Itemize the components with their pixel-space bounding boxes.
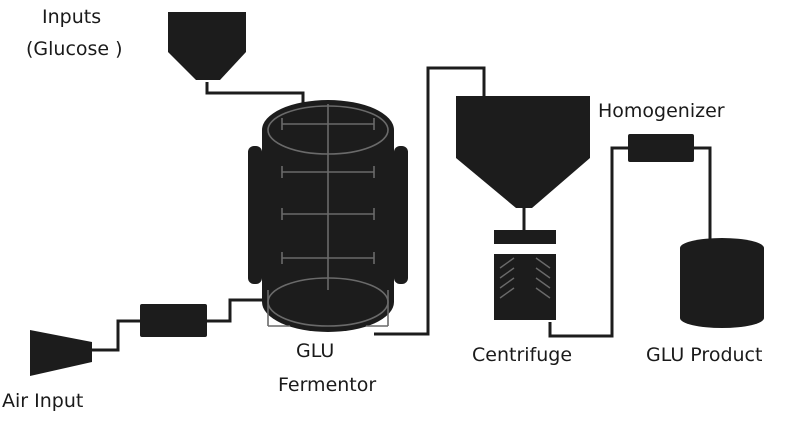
- air-filter: [140, 304, 207, 337]
- fermentor-internals: [267, 104, 389, 327]
- inputs-label-line1: Inputs: [42, 6, 102, 28]
- filter-to-fermentor-pipe: [207, 298, 268, 323]
- glu-product-tank: [680, 238, 764, 328]
- centrifuge-plate: [494, 230, 556, 244]
- centrifuge-label: Centrifuge: [472, 344, 573, 366]
- glu-product-label: GLU Product: [646, 344, 763, 366]
- pipes: [92, 66, 712, 352]
- fermentor-jacket-left: [248, 146, 262, 284]
- fermentor-label-line2: Fermentor: [278, 374, 377, 396]
- homogenizer-to-product-pipe: [694, 146, 712, 240]
- air-to-filter-pipe: [92, 319, 140, 352]
- homogenizer: [628, 134, 694, 162]
- air-input-label: Air Input: [2, 390, 84, 412]
- centrifuge-cone: [456, 96, 590, 208]
- fermentor-label-line1: GLU: [296, 340, 335, 362]
- centrifuge-to-homogenizer-pipe: [548, 146, 628, 338]
- inputs-label-line2: (Glucose ): [26, 38, 123, 60]
- fermentor-to-centrifuge-pipe: [374, 66, 486, 336]
- fermentor-jacket-right: [394, 146, 408, 284]
- centrifuge: [456, 96, 590, 320]
- centrifuge-body: [494, 254, 556, 320]
- centrifuge-vanes: [499, 257, 551, 299]
- glucose-feed-pipe: [205, 82, 305, 105]
- homogenizer-label: Homogenizer: [598, 100, 725, 122]
- air-input-nozzle: [30, 330, 92, 376]
- glucose-hopper: [168, 12, 246, 80]
- glu-fermentor: [248, 100, 408, 332]
